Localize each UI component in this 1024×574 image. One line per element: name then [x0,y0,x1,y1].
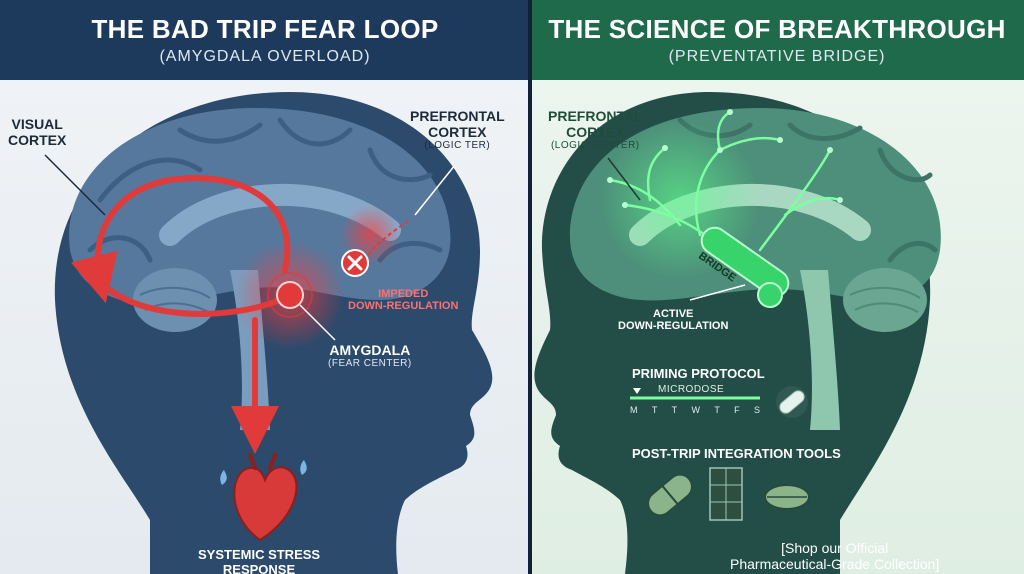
left-header: THE BAD TRIP FEAR LOOP (AMYGDALA OVERLOA… [0,0,530,80]
label-amygdala: AMYGDALA (FEAR CENTER) [328,342,412,369]
bridge-capsule [700,226,790,298]
left-head-illustration [44,92,493,574]
label-systemic-stress-response: SYSTEMIC STRESS RESPONSE [198,547,321,574]
weekday-label: S [753,405,760,415]
weekday-label: M [630,405,638,415]
left-panel: THE BAD TRIP FEAR LOOP (AMYGDALA OVERLOA… [0,0,530,574]
heart-icon [233,466,298,542]
label-priming-protocol: PRIMING PROTOCOL [632,366,765,381]
capsule-icon-integration [647,473,693,517]
weekday-label: T [671,405,678,415]
left-subtitle: (AMYGDALA OVERLOAD) [159,48,371,65]
shop-link[interactable]: [Shop our Official Pharmaceutical-Grade … [730,540,940,572]
label-impeded-down-regulation: IMPEDED DOWN-REGULATION [348,288,459,312]
tablet-icon [764,484,810,510]
right-panel: THE SCIENCE OF BREAKTHROUGH (PREVENTATIV… [530,0,1024,574]
left-title: THE BAD TRIP FEAR LOOP [91,14,439,44]
weekday-label: T [714,405,720,415]
capsule-icon-priming [779,390,805,414]
weekday-label: T [651,405,658,415]
right-subtitle: (PREVENTATIVE BRIDGE) [668,48,886,65]
right-title: THE SCIENCE OF BREAKTHROUGH [548,14,1006,44]
label-prefrontal-cortex-right: PREFRONTAL CORTEX (LOGIC CENTER) [548,108,643,151]
chocolate-bar-icon [709,467,743,521]
label-post-trip-integration-tools: POST-TRIP INTEGRATION TOOLS [632,446,841,461]
weekday-label: F [734,405,740,415]
label-microdose: MICRODOSE [658,384,725,395]
panel-divider [528,0,532,574]
fear-loop-arrows [70,175,291,454]
amygdala-node [276,281,304,309]
right-head-illustration [534,92,941,574]
label-prefrontal-cortex-left: PREFRONTAL CORTEX (LOGIC TER) [410,108,505,151]
label-active-down-regulation: ACTIVE DOWN-REGULATION [618,308,729,332]
weekday-label: W [691,405,700,415]
label-visual-cortex: VISUAL CORTEX [8,116,67,148]
right-header: THE SCIENCE OF BREAKTHROUGH (PREVENTATIV… [530,0,1024,80]
